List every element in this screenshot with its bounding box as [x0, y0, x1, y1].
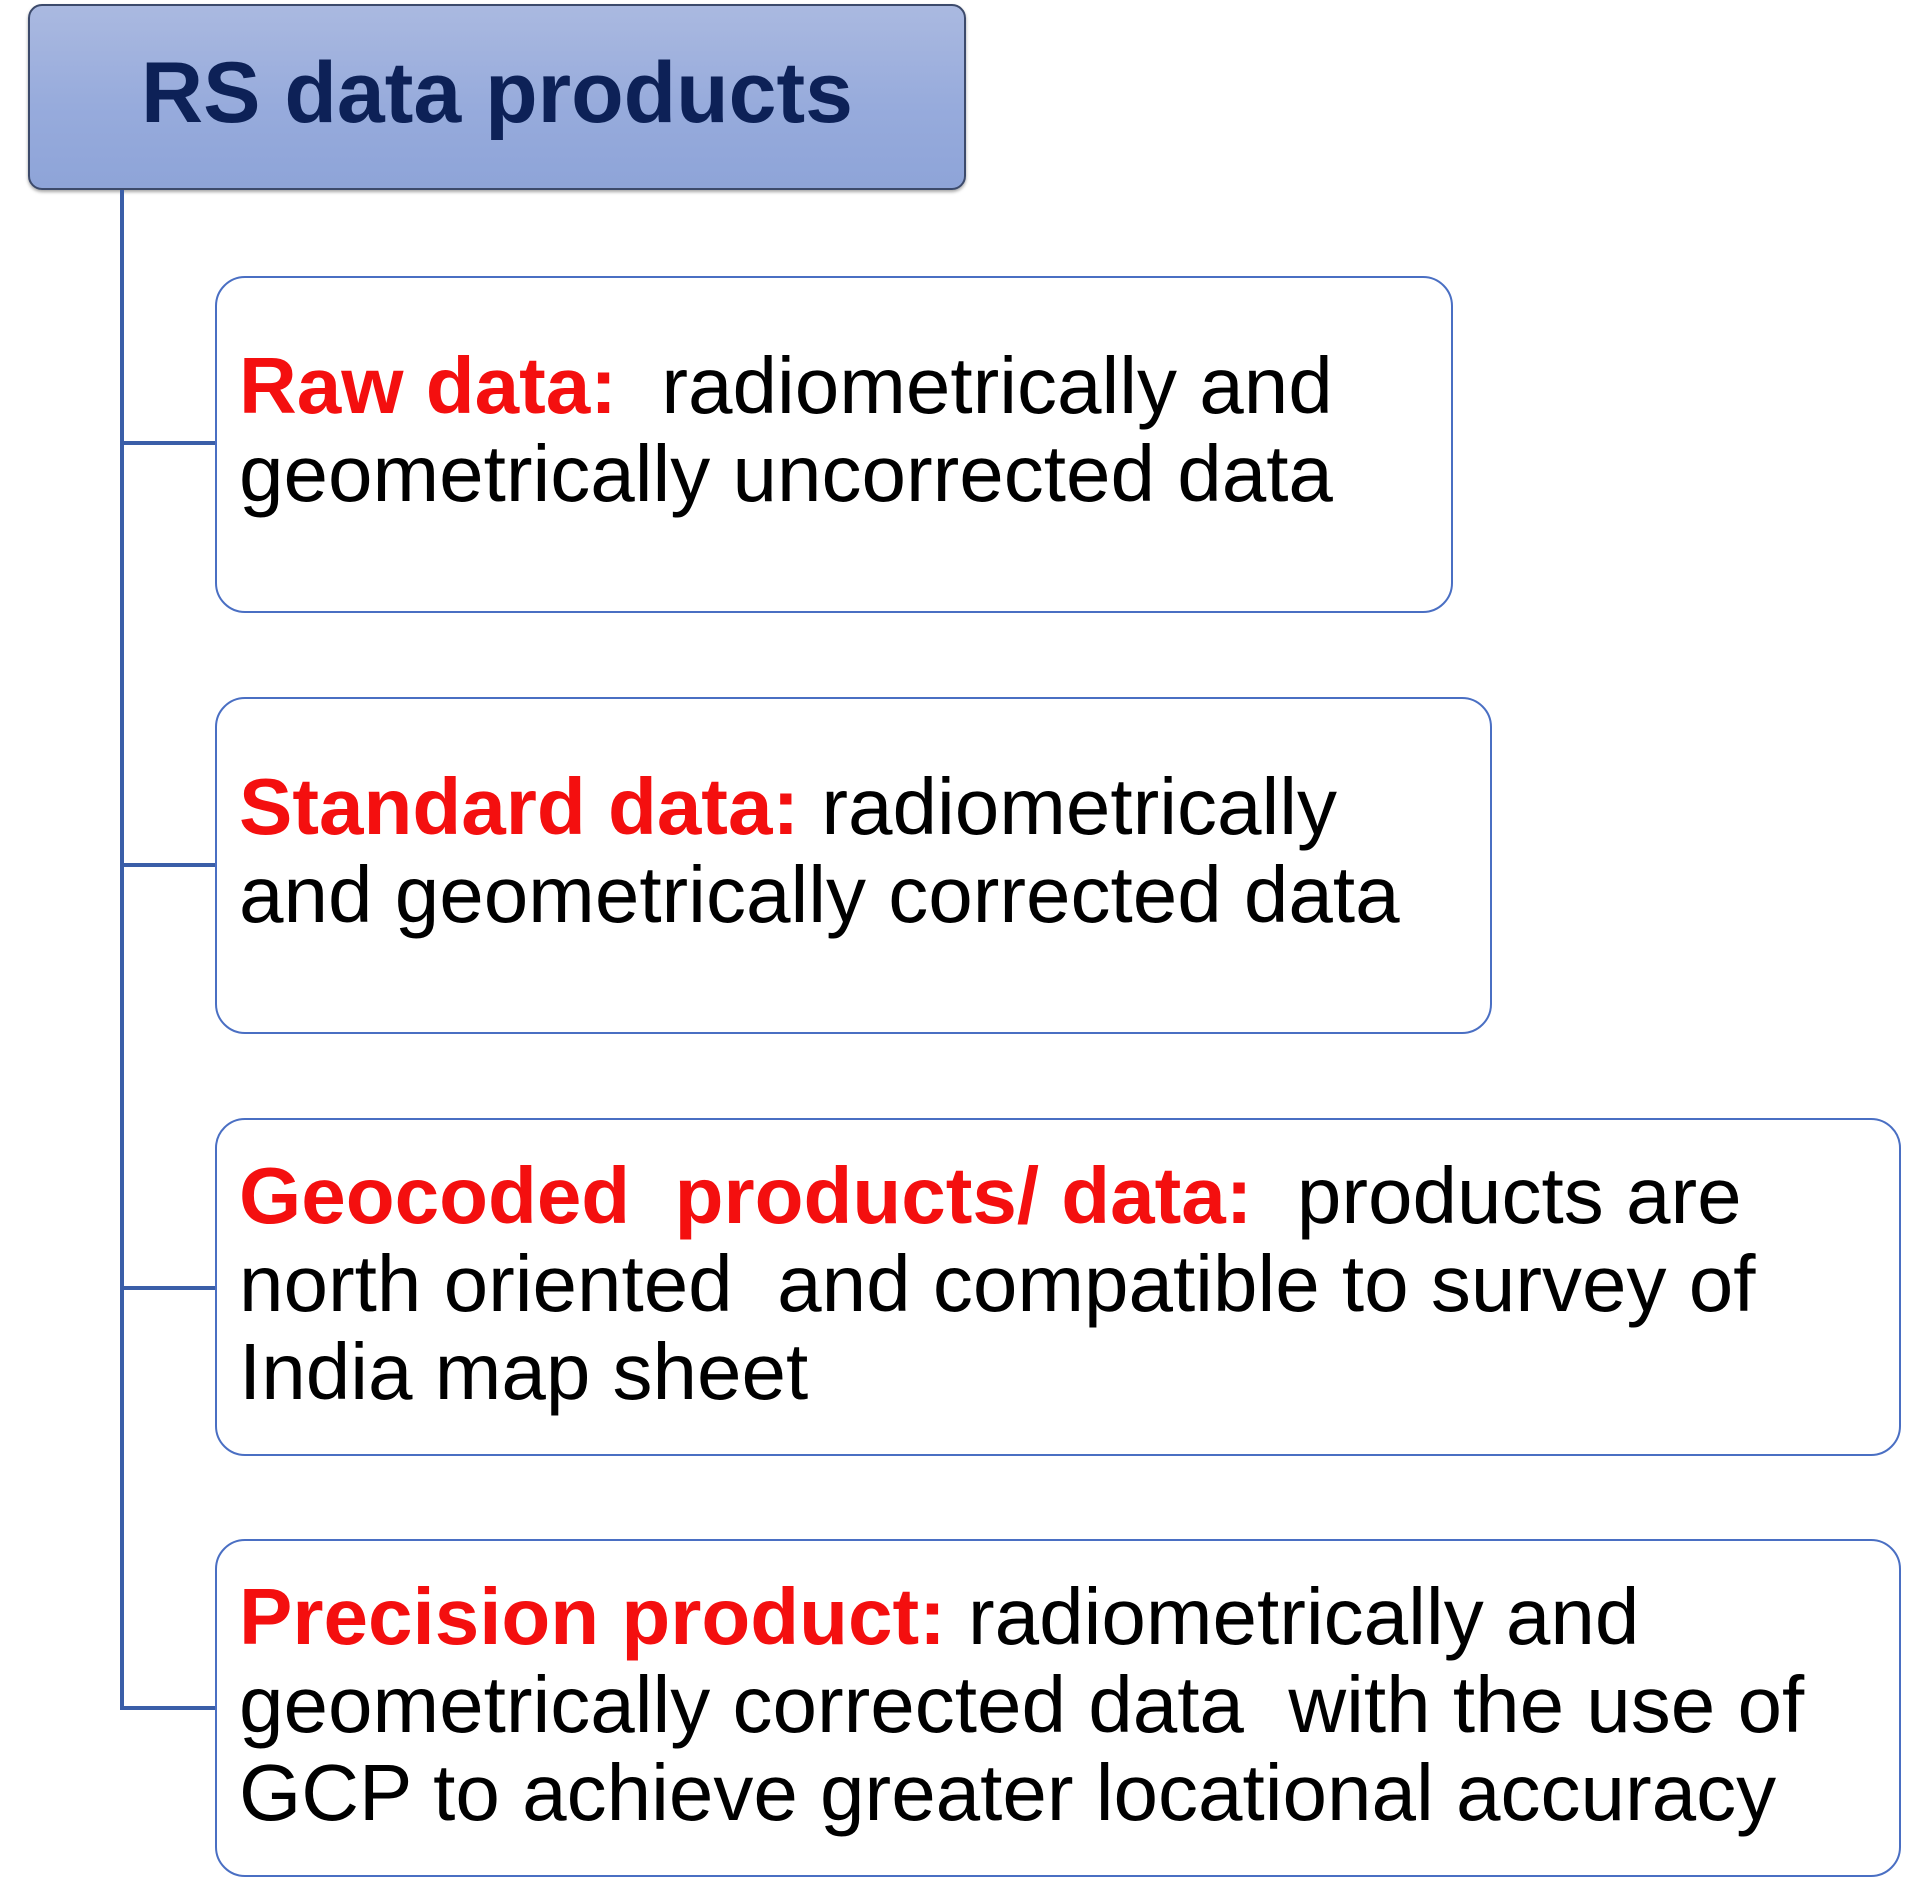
- node-precision-product-text: Precision product: radiometrically and g…: [239, 1573, 1889, 1837]
- node-geocoded-products: Geocoded products/ data: products are no…: [215, 1118, 1901, 1456]
- node-standard-data-text: Standard data: radiometrically and geome…: [239, 763, 1480, 939]
- node-raw-data-text: Raw data: radiometrically and geometrica…: [239, 342, 1441, 518]
- root-title: RS data products: [141, 44, 853, 141]
- node-term: Standard data:: [239, 762, 800, 851]
- branch-connector-2: [120, 863, 216, 867]
- root-node: RS data products: [28, 4, 966, 190]
- node-geocoded-products-text: Geocoded products/ data: products are no…: [239, 1152, 1889, 1416]
- node-precision-product: Precision product: radiometrically and g…: [215, 1539, 1901, 1877]
- node-description: radiometrically and geometrically uncorr…: [239, 341, 1333, 518]
- node-term: Raw data:: [239, 341, 617, 430]
- node-description: radiometrically and geometrically correc…: [239, 762, 1400, 939]
- node-term: Geocoded products/ data:: [239, 1151, 1253, 1240]
- branch-connector-1: [120, 441, 216, 445]
- node-standard-data: Standard data: radiometrically and geome…: [215, 697, 1492, 1034]
- branch-connector-3: [120, 1286, 216, 1290]
- node-raw-data: Raw data: radiometrically and geometrica…: [215, 276, 1453, 613]
- node-description: radiometrically and geometrically correc…: [239, 1572, 1827, 1837]
- trunk-connector: [120, 190, 124, 1709]
- node-description: products are north oriented and compatib…: [239, 1151, 1778, 1416]
- node-term: Precision product:: [239, 1572, 946, 1661]
- branch-connector-4: [120, 1706, 216, 1710]
